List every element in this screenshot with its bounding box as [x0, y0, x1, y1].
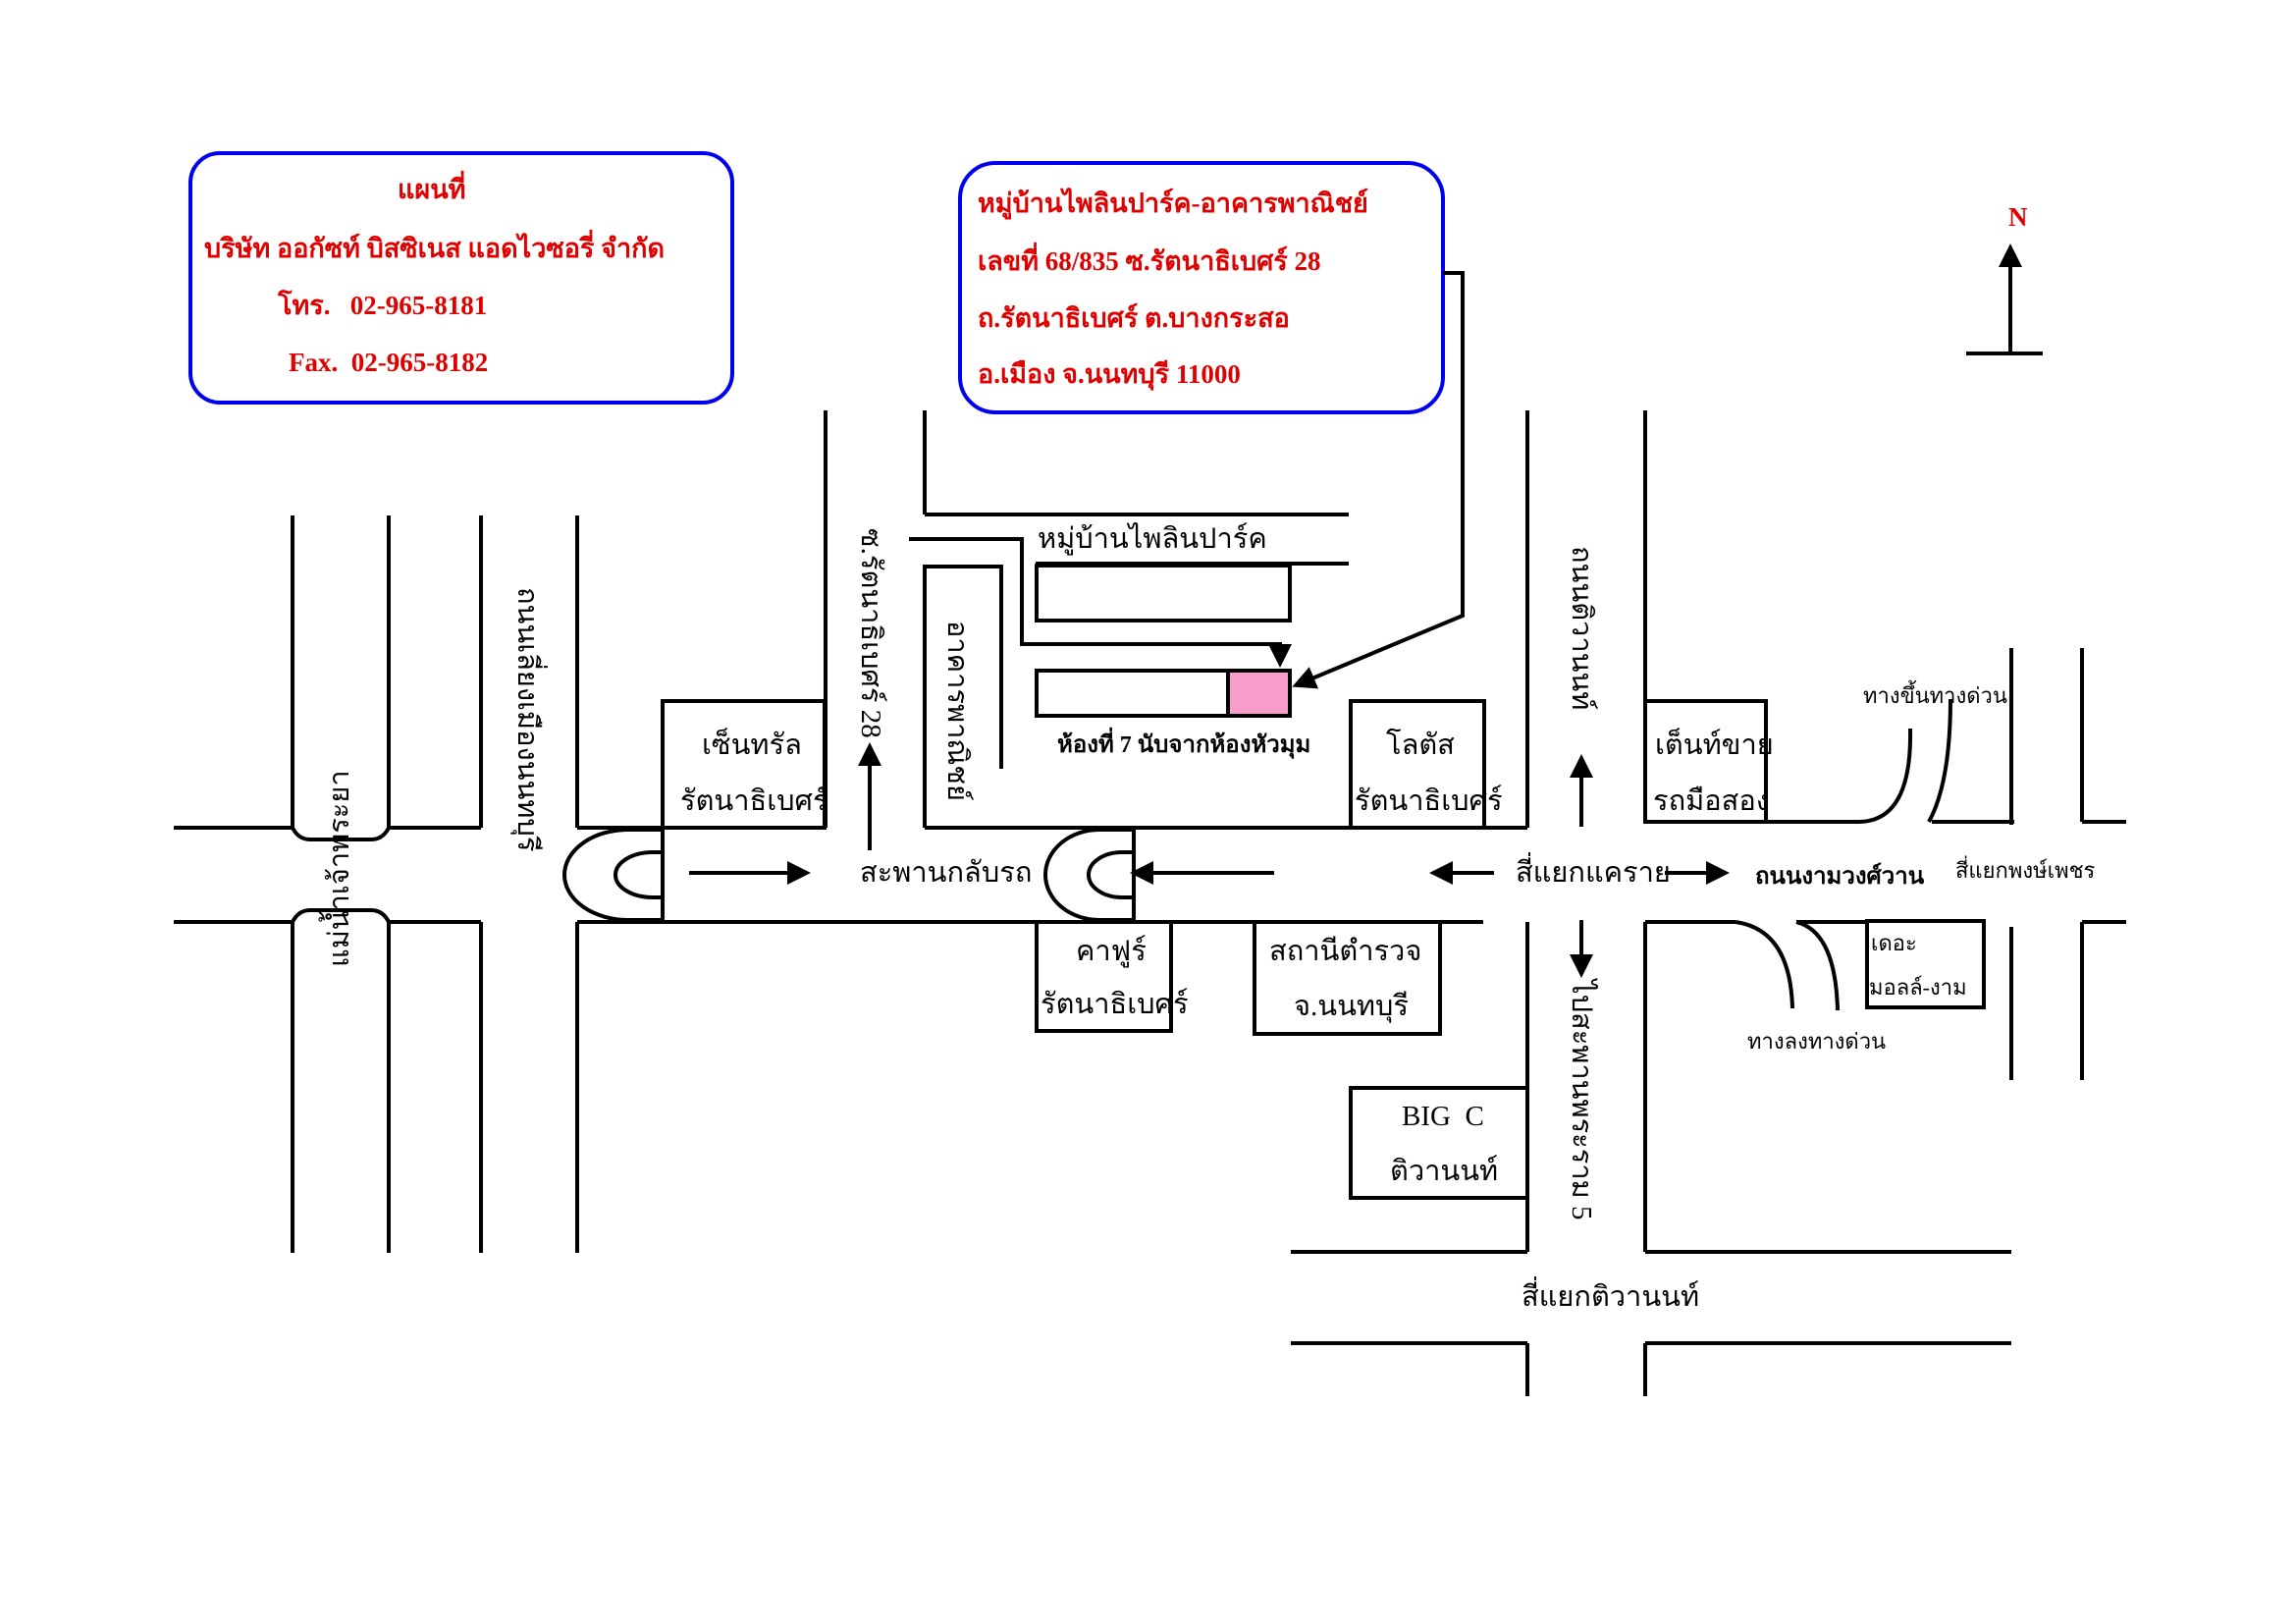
central-label-2: รัตนาธิเบศร์ [680, 785, 828, 817]
police-box [1253, 920, 1442, 1036]
the-mall-box [1865, 919, 1986, 1009]
address-line-1: หมู่บ้านไพลินปาร์ค-อาคารพาณิชย์ [978, 188, 1368, 220]
u-turn-bridge-left [562, 828, 665, 922]
lotus-label-1: โลตัส [1386, 728, 1455, 761]
carrefour-box [1035, 920, 1173, 1033]
u-turn-bridge-right [1043, 828, 1136, 922]
road-lines [174, 271, 2126, 1396]
north-label: N [2008, 202, 2028, 232]
bigc-label-1: BIG C [1402, 1101, 1484, 1132]
expressway-on-ramp-label: ทางขึ้นทางด่วน [1863, 680, 2007, 708]
tiwanon-junction-label: สี่แยกติวานนท์ [1522, 1276, 1699, 1313]
bigc-box [1349, 1086, 1529, 1200]
river-label: แม่น้ำเจ้าพระยา [318, 770, 355, 967]
mall-label-1: เดอะ [1871, 931, 1917, 955]
room-note-label: ห้องที่ 7 นับจากห้องหัวมุม [1057, 727, 1310, 760]
carrefour-label-1: คาฟูร์ [1076, 935, 1147, 968]
used-car-label-2: รถมือสอง [1653, 785, 1770, 817]
ngamwongwan-road-label: ถนนงามวงศ์วาน [1755, 862, 1925, 890]
rama5-bridge-label: ไปสะพานพระราม 5 [1566, 978, 1599, 1220]
central-box [661, 699, 827, 830]
u-turn-bridge-label: สะพานกลับรถ [860, 857, 1032, 889]
central-label-1: เซ็นทรัล [702, 727, 802, 761]
map-title: แผนที่ [398, 170, 465, 204]
police-label-1: สถานีตำรวจ [1269, 936, 1421, 967]
north-arrow-icon: N [1966, 202, 2043, 355]
pailin-village-label: หมู่บ้านไพลินปาร์ค [1038, 521, 1267, 556]
address-line-2: เลขที่ 68/835 ซ.รัตนาธิเบศร์ 28 [978, 242, 1321, 276]
pongphet-junction-label: สี่แยกพงษ์เพชร [1955, 855, 2096, 883]
bigc-label-2: ติวานนท์ [1390, 1155, 1498, 1187]
fax-number: Fax. 02-965-8182 [289, 348, 488, 377]
mall-label-2: มอลล์-งาม [1869, 975, 1967, 1000]
phone-number: โทร. 02-965-8181 [277, 289, 487, 320]
direction-arrows [689, 742, 1730, 978]
expressway-off-ramp-label: ทางลงทางด่วน [1747, 1029, 1886, 1054]
police-label-2: จ.นนทบุรี [1294, 991, 1409, 1023]
company-info-box: แผนที่ บริษัท ออกัซท์ บิสซิเนส แอดไวซอรี… [188, 151, 734, 405]
used-car-box [1643, 699, 1768, 824]
lotus-box [1349, 699, 1486, 830]
address-line-3: ถ.รัตนาธิเบศร์ ต.บางกระสอ [978, 302, 1290, 333]
pailin-row-1 [1035, 564, 1292, 623]
used-car-label-1: เต็นท์ขาย [1655, 727, 1774, 761]
khaerai-junction-label: สี่แยกแคราย [1516, 852, 1671, 889]
lotus-label-2: รัตนาธิเบศร์ [1355, 785, 1503, 817]
company-name: บริษัท ออกัซท์ บิสซิเนส แอดไวซอรี่ จำกัด [204, 229, 665, 263]
tiwanon-road-label: ถนนติวานนท์ [1566, 546, 1598, 710]
bypass-road-label: ถนนเลี่ยงเมืองนนทบุรี [510, 587, 548, 851]
address-line-4: อ.เมือง จ.นนทบุรี 11000 [978, 359, 1241, 391]
carrefour-label-2: รัตนาธิเบศร์ [1041, 988, 1189, 1020]
target-office-marker [1226, 669, 1292, 718]
soi-28-label: ซ.รัตนาธิเบศร์ 28 [855, 528, 887, 738]
address-box: หมู่บ้านไพลินปาร์ค-อาคารพาณิชย์ เลขที่ 6… [958, 161, 1445, 414]
commercial-building-label: อาคารพาณิชย์ [941, 621, 974, 801]
